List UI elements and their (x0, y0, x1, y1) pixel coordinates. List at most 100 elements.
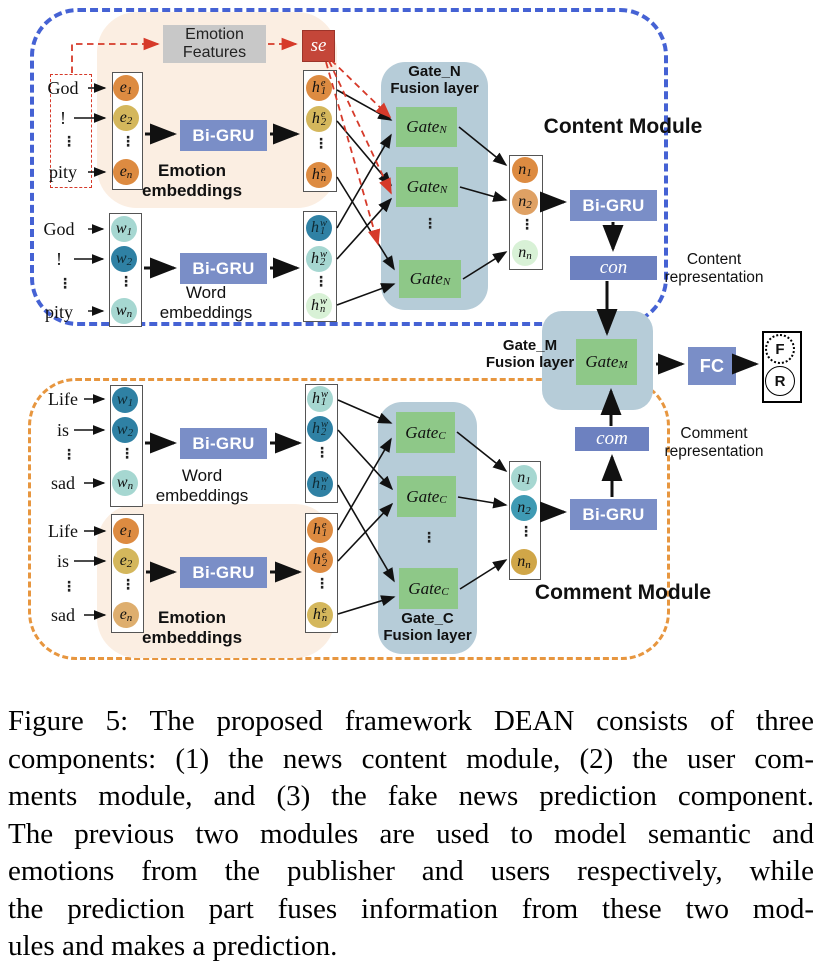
gate-c-fusion-title: Gate_C Fusion layer (378, 610, 477, 644)
subscript: 2 (320, 117, 327, 128)
superscript: e (321, 604, 327, 616)
superscript: w (320, 418, 328, 430)
bigru-comment-sentence: Bi-GRU (570, 499, 657, 530)
con-label: con (599, 257, 628, 278)
symbol: w (115, 302, 127, 319)
content-emotion-embeddings-label: Emotion embeddings (142, 161, 242, 201)
gate-n-title-line1: Gate_N (408, 63, 461, 80)
symbol: h (312, 551, 321, 568)
symbol: h (311, 420, 320, 437)
gate-symbol: Gate (406, 117, 440, 136)
gate-subscript: N (442, 276, 451, 288)
gate-m-title-line1: Gate_M (502, 337, 558, 354)
symbol: n (518, 244, 527, 261)
se-node: se (302, 30, 335, 62)
gate-subscript: C (438, 429, 446, 442)
superscript: e (321, 519, 327, 531)
label-line: embeddings (142, 181, 243, 200)
symbol: n (518, 193, 527, 210)
ellipsis: ⋮ (121, 134, 135, 150)
output-fake-circle: F (765, 334, 795, 364)
symbol: h (312, 606, 321, 623)
subscript: n (321, 613, 328, 624)
symbol: e (119, 552, 127, 569)
superscript: w (319, 248, 327, 260)
label-line: Emotion (158, 161, 226, 180)
gate-subscript: M (618, 359, 628, 371)
emotion-features-line1: Emotion (185, 26, 244, 43)
gate-m-fusion-title: Gate_M Fusion layer (483, 337, 577, 371)
ellipsis: ⋮ (121, 577, 135, 593)
label-line: representation (664, 443, 764, 460)
dean-framework-diagram: Gate_N Fusion layer Gate_C Fusion layer … (28, 8, 802, 660)
fake-label: F (775, 340, 785, 358)
ellipsis: ⋮ (58, 276, 72, 292)
content-word-embeddings-label: Word embeddings (156, 283, 256, 323)
label-line: Word (181, 466, 223, 485)
bigru-comment-emotion: Bi-GRU (180, 557, 267, 588)
input-word: pity (48, 162, 77, 182)
caption-line: Figure 5: The proposed framework DEAN co… (8, 705, 814, 737)
bigru-content-sentence: Bi-GRU (570, 190, 657, 221)
bigru-label: Bi-GRU (192, 125, 255, 145)
ellipsis: ⋮ (315, 576, 329, 592)
gate-symbol: Gate (405, 422, 439, 442)
symbol: n (517, 469, 526, 486)
se-label: se (310, 35, 327, 56)
comment-representation-label: Comment representation (664, 425, 764, 461)
ellipsis: ⋮ (119, 274, 133, 290)
label-line: Word (185, 283, 227, 302)
input-word: Life (48, 389, 78, 409)
com-box: com (575, 427, 649, 451)
caption-line: ments module, and (3) the fake news pred… (8, 780, 814, 812)
symbol: h (310, 250, 319, 267)
symbol: n (517, 499, 526, 516)
subscript: n (319, 304, 326, 315)
bigru-content-word: Bi-GRU (180, 253, 267, 284)
fc-box: FC (688, 347, 736, 385)
comment-module-frame (28, 378, 670, 660)
gate-n-fusion-title: Gate_N Fusion layer (381, 63, 488, 97)
subscript: 1 (319, 226, 326, 237)
symbol: h (311, 166, 320, 183)
symbol: e (119, 79, 127, 96)
caption-line: emotions from the publisher and users re… (8, 855, 814, 887)
symbol: e (119, 606, 127, 623)
bigru-comment-word: Bi-GRU (180, 428, 267, 459)
input-word: Life (48, 521, 78, 541)
gate-n-ellipsis: ⋮ (423, 216, 437, 232)
input-word: sad (51, 473, 75, 493)
symbol: e (119, 163, 127, 180)
gate-symbol: Gate (408, 578, 442, 598)
label-line: embeddings (155, 486, 249, 505)
gate-c-title-line2: Fusion layer (383, 627, 472, 644)
ellipsis: ⋮ (520, 217, 534, 233)
figure-caption: Figure 5: The proposed framework DEAN co… (8, 703, 814, 966)
subscript: 2 (319, 257, 326, 268)
ellipsis: ⋮ (62, 579, 76, 595)
comment-word-embeddings-label: Word embeddings (152, 466, 252, 506)
symbol: h (311, 79, 320, 96)
symbol: h (311, 390, 320, 407)
subscript: 1 (320, 86, 327, 97)
